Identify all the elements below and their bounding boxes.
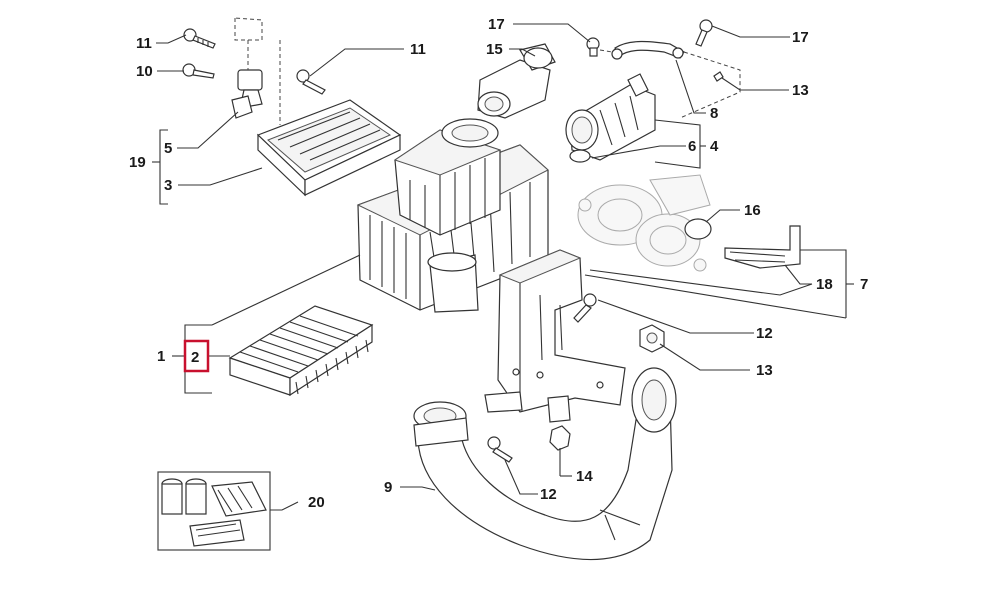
label-3: 3 <box>164 177 172 194</box>
label-17-left: 17 <box>488 16 505 33</box>
screw-11-top-left <box>183 28 216 49</box>
screw-12-upper <box>573 293 597 323</box>
label-1: 1 <box>157 348 165 365</box>
label-10: 10 <box>136 63 153 80</box>
label-11-top-left: 11 <box>136 35 152 52</box>
pipe-8 <box>611 40 685 60</box>
clamp-16 <box>684 218 712 240</box>
label-4: 4 <box>710 138 719 155</box>
intake-hose-9 <box>413 367 677 560</box>
sensor-bracket <box>231 17 263 119</box>
nut-13 <box>639 324 665 353</box>
label-12-upper: 12 <box>756 325 773 342</box>
label-16: 16 <box>744 202 761 219</box>
highlight-box-label-2 <box>183 339 210 373</box>
label-12-lower: 12 <box>540 486 557 503</box>
label-15: 15 <box>486 41 503 58</box>
callout-labels: 11 10 11 5 3 19 1 2 20 9 12 14 12 13 15 … <box>129 16 868 511</box>
label-14: 14 <box>576 468 593 485</box>
air-filter-element-2 <box>228 305 374 397</box>
label-11-middle: 11 <box>410 41 426 58</box>
duct-shroud <box>484 249 626 423</box>
hose-4 <box>565 73 656 163</box>
label-19: 19 <box>129 154 146 171</box>
label-5: 5 <box>164 140 172 157</box>
screw-12-lower <box>487 436 513 463</box>
screw-17-right <box>695 19 713 47</box>
kit-20-box <box>157 471 271 551</box>
clip-13-top <box>713 71 724 82</box>
screw-10 <box>182 63 215 79</box>
label-13-nut: 13 <box>756 362 773 379</box>
nut-14 <box>549 425 571 451</box>
label-13-top: 13 <box>792 82 809 99</box>
label-9: 9 <box>384 479 392 496</box>
turbocharger-ghost <box>577 174 711 272</box>
leader-lines <box>152 23 854 511</box>
label-8: 8 <box>710 105 718 122</box>
dashed-guide-8 <box>599 49 741 119</box>
label-6: 6 <box>688 138 696 155</box>
label-7: 7 <box>860 276 868 293</box>
flow-meter-15 <box>477 43 556 119</box>
pipe-18 <box>724 225 801 269</box>
label-17-right: 17 <box>792 29 809 46</box>
label-20: 20 <box>308 494 325 511</box>
label-18: 18 <box>816 276 833 293</box>
air-filter-housing <box>356 118 549 313</box>
label-2: 2 <box>191 349 199 366</box>
screw-17-left <box>586 37 600 57</box>
lid-plate-3 <box>256 99 402 197</box>
screw-11-middle <box>296 69 326 95</box>
